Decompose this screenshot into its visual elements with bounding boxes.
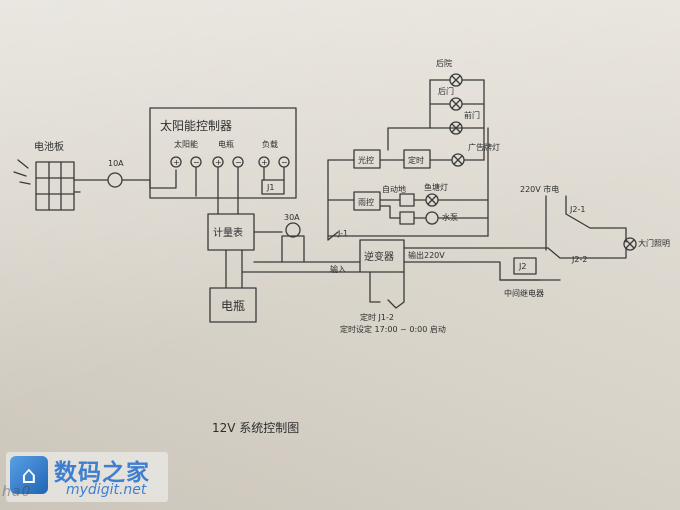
pump-symbol <box>425 211 439 225</box>
interlock-relay-label: 中间继电器 <box>504 288 544 298</box>
site-watermark: ⌂ 数码之家 mydigit.net <box>6 452 168 502</box>
light-control-box <box>353 149 381 169</box>
lamp-fish-pond <box>425 193 439 207</box>
controller-battery-label: 电瓶 <box>218 139 234 149</box>
lamp-gate <box>623 237 637 251</box>
lamp-sign-label: 广告牌灯 <box>468 142 500 152</box>
svg-text:−: − <box>193 158 200 167</box>
inverter-box <box>359 239 405 273</box>
timer-label: 定时 <box>408 155 424 165</box>
lamp-front-door-label: 前门 <box>464 110 480 120</box>
relay-j2-2-label: J2-2 <box>571 255 587 264</box>
timer-note: 定时设定 17:00 ~ 0:00 启动 <box>340 324 446 334</box>
inverter-label: 逆变器 <box>364 250 394 263</box>
house-icon: ⌂ <box>10 456 48 494</box>
relay-j2-1-label: J2-1 <box>569 205 585 214</box>
svg-text:+: + <box>261 158 268 167</box>
solar-panel-label: 电池板 <box>34 140 64 153</box>
relay-j2 <box>513 257 537 275</box>
timer-switch-label: 定时 J1-2 <box>360 312 394 322</box>
relay-j1-label: J1 <box>266 183 274 192</box>
pump-label: 水泵 <box>442 212 458 222</box>
gate-lighting-label: 大门照明 <box>638 238 670 248</box>
mains-label: 220V 市电 <box>520 184 559 194</box>
watermark-faint-text: ha0 <box>2 484 32 500</box>
fuse-10a-label: 10A <box>108 159 124 168</box>
lamp-sign <box>451 153 465 167</box>
lamp-front-door <box>449 121 463 135</box>
watermark-url: mydigit.net <box>66 482 147 498</box>
solar-panel <box>13 159 75 211</box>
lamp-back-door <box>449 97 463 111</box>
relay-j1-1-label: J-1 <box>337 229 348 238</box>
lamp-backyard-label: 后院 <box>436 58 452 68</box>
controller-panel-label: 太阳能 <box>174 139 198 149</box>
solar-controller: + − + − + − <box>149 107 297 199</box>
svg-text:−: − <box>235 158 242 167</box>
relay-j2-label: J2 <box>518 262 526 271</box>
svg-text:+: + <box>173 158 180 167</box>
watermark-name: 数码之家 <box>54 460 150 486</box>
timer-box <box>403 149 431 169</box>
svg-text:+: + <box>215 158 222 167</box>
relay-j1 <box>261 179 285 195</box>
lamp-backyard <box>449 73 463 87</box>
fish-light-label: 鱼塘灯 <box>424 182 448 192</box>
inverter-input-label: 输入 <box>330 264 346 274</box>
battery-label: 电瓶 <box>221 299 245 313</box>
inverter-output-label: 输出220V <box>408 250 445 260</box>
svg-text:−: − <box>281 158 288 167</box>
light-control-label: 光控 <box>358 155 374 165</box>
fuse-10a-symbol <box>107 172 123 188</box>
meter-label: 计量表 <box>213 226 243 239</box>
lamp-back-door-label: 后门 <box>438 86 454 96</box>
rain-control-box <box>353 191 381 211</box>
diagram-title: 12V 系统控制图 <box>212 421 299 435</box>
fuse-30a-label: 30A <box>284 213 300 222</box>
rain-control-label: 雨控 <box>358 197 374 207</box>
fuse-30a <box>281 235 305 263</box>
controller-load-label: 负载 <box>262 139 278 149</box>
controller-label: 太阳能控制器 <box>160 118 232 133</box>
auto-reverse-label: 自动地 <box>382 184 406 194</box>
battery-box <box>209 287 257 323</box>
